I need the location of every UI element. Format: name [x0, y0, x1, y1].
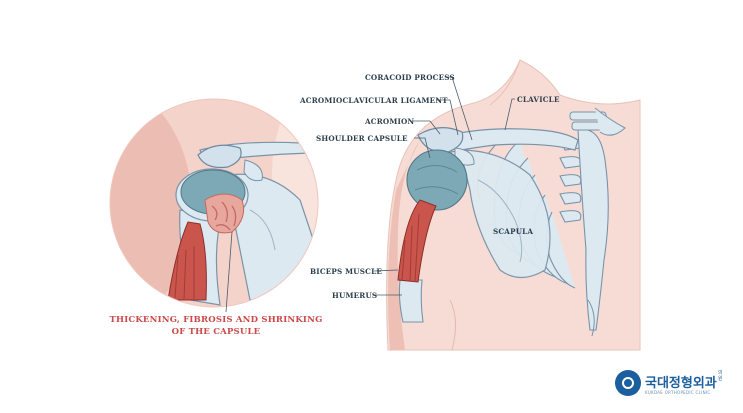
capsule-caption: THICKENING, FIBROSIS AND SHRINKING OF TH…: [108, 314, 324, 338]
clinic-name: 국대정형외과: [645, 376, 717, 391]
label-humerus: HUMERUS: [332, 291, 378, 300]
acromion-leader: [412, 120, 441, 135]
acromion-bone: [417, 127, 464, 153]
label-scapula: SCAPULA: [493, 227, 534, 236]
caption-line-1: THICKENING, FIBROSIS AND SHRINKING: [109, 315, 323, 325]
clinic-logo: 국대정형외과 의원 KUKDAE ORTHOPEDIC CLINIC: [611, 366, 731, 406]
coracoid-leader: [448, 76, 473, 141]
sternum: [577, 128, 609, 331]
caption-leader-line: [225, 231, 233, 313]
zoom-biceps: [167, 221, 207, 301]
caption-line-2: OF THE CAPSULE: [171, 327, 261, 337]
biceps-leader: [373, 269, 399, 272]
zoom-coracoid: [243, 159, 263, 182]
clavicle-bone: [429, 128, 579, 157]
label-acromion: ACROMION: [365, 117, 415, 126]
zoom-acromion: [197, 144, 242, 169]
clinic-name-suffix: 의원: [718, 370, 723, 382]
label-acromioclavicular-ligament: ACROMIOCLAVICULAR LIGAMENT: [300, 96, 448, 105]
shoulder-joint: [397, 127, 475, 323]
clinic-subtitle: KUKDAE ORTHOPEDIC CLINIC: [645, 390, 711, 395]
shoulder-capsule-leader: [414, 137, 431, 159]
label-biceps-muscle: BICEPS MUSCLE: [310, 267, 383, 276]
ac-ligament-leader: [436, 99, 459, 136]
zoom-circle: [109, 98, 319, 313]
label-coracoid-process: CORACOID PROCESS: [365, 73, 455, 82]
leader-lines: [373, 76, 515, 296]
label-clavicle: CLAVICLE: [517, 95, 560, 104]
label-shoulder-capsule: SHOULDER CAPSULE: [316, 134, 408, 143]
spine-sternum: [569, 107, 626, 337]
clinic-emblem-icon: [615, 370, 641, 396]
humerus-bone: [398, 279, 424, 323]
shoulder-capsule: [406, 149, 468, 211]
scapula-bone: [459, 149, 551, 279]
clavicle-leader: [504, 98, 515, 131]
inflamed-capsule: [204, 193, 245, 234]
